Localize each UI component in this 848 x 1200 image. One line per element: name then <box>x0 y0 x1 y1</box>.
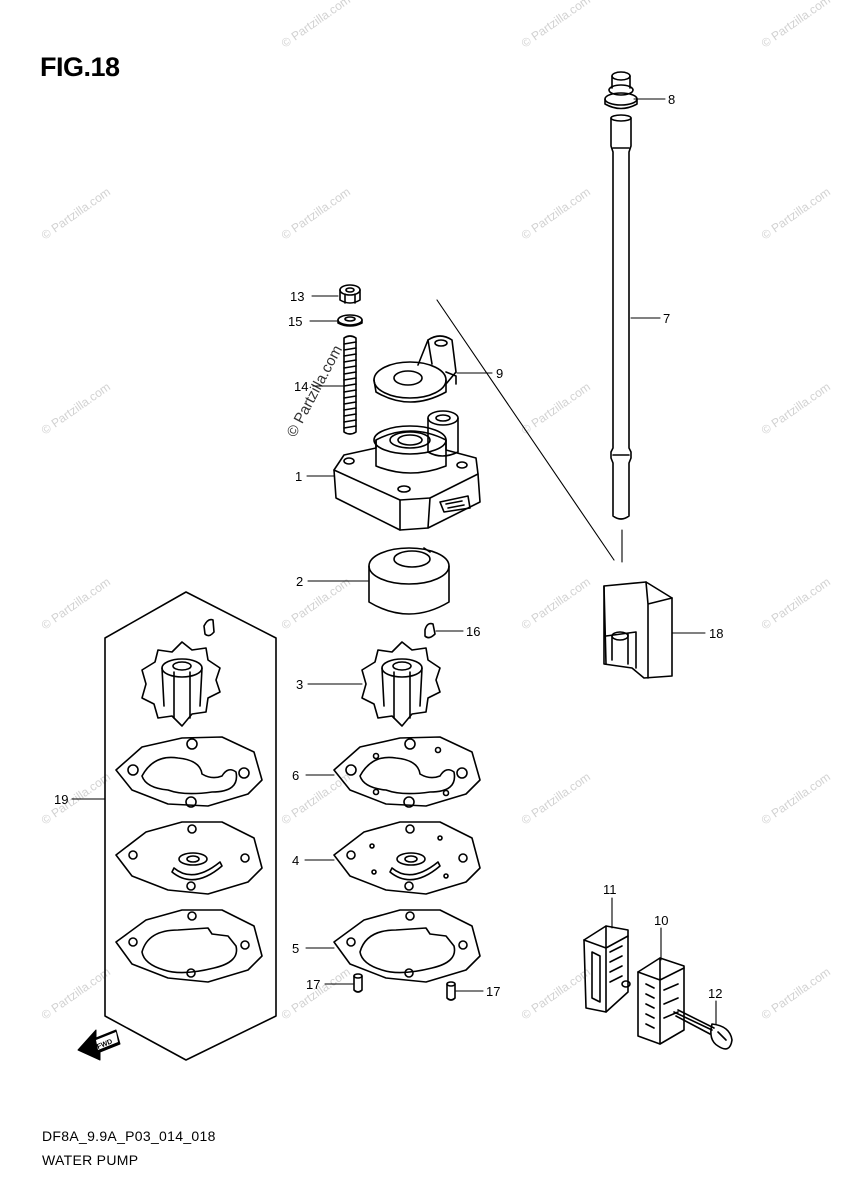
watermark-text: © Partzilla.com <box>759 965 833 1023</box>
callout-17-left: 17 <box>306 977 320 992</box>
callout-17-right: 17 <box>486 984 500 999</box>
part-11-bracket[interactable] <box>583 925 631 1013</box>
part-17-dowel-pin-right[interactable] <box>446 981 456 1001</box>
part-9-guide[interactable] <box>373 335 457 403</box>
part-19-repair-kit-outline[interactable] <box>104 591 277 1061</box>
callout-1: 1 <box>295 469 302 484</box>
callout-10: 10 <box>654 913 668 928</box>
watermark-text: © Partzilla.com <box>519 185 593 243</box>
watermark-text: © Partzilla.com <box>759 380 833 438</box>
callout-15: 15 <box>288 314 302 329</box>
part-8-grommet[interactable] <box>604 71 638 110</box>
part-1-pump-case[interactable] <box>333 410 481 531</box>
watermark-text: © Partzilla.com <box>279 770 353 828</box>
callout-9: 9 <box>496 366 503 381</box>
watermark-text: © Partzilla.com <box>519 770 593 828</box>
callout-3: 3 <box>296 677 303 692</box>
part-6-gasket[interactable] <box>333 736 481 808</box>
part-2-impeller-housing[interactable] <box>368 547 450 615</box>
watermark-text: © Partzilla.com <box>279 185 353 243</box>
part-3-impeller[interactable] <box>361 641 441 727</box>
watermark-text: © Partzilla.com <box>39 185 113 243</box>
callout-2: 2 <box>296 574 303 589</box>
diagram-name: WATER PUMP <box>42 1152 139 1168</box>
callout-8: 8 <box>668 92 675 107</box>
watermark-text: © Partzilla.com <box>519 965 593 1023</box>
callout-13: 13 <box>290 289 304 304</box>
part-16-key[interactable] <box>424 622 436 639</box>
watermark-text: © Partzilla.com <box>39 965 113 1023</box>
watermark-text: © Partzilla.com <box>759 0 833 50</box>
callout-7: 7 <box>663 311 670 326</box>
watermark-text: © Partzilla.com <box>39 380 113 438</box>
callout-18: 18 <box>709 626 723 641</box>
callout-14: 14 <box>294 379 308 394</box>
part-12-screw[interactable] <box>673 1009 733 1050</box>
callout-11: 11 <box>603 882 617 897</box>
watermark-text: © Partzilla.com <box>279 965 353 1023</box>
watermark-text: © Partzilla.com <box>39 575 113 633</box>
watermark-text: © Partzilla.com <box>519 575 593 633</box>
callout-6: 6 <box>292 768 299 783</box>
callout-numbers: 8 7 9 13 15 14 1 2 16 3 6 4 5 17 17 18 1… <box>54 92 723 1001</box>
watermark-text: © Partzilla.com <box>279 575 353 633</box>
part-17-dowel-pin-left[interactable] <box>353 973 363 993</box>
part-4-plate[interactable] <box>333 821 481 895</box>
callout-12: 12 <box>708 986 722 1001</box>
watermark-text: © Partzilla.com <box>279 0 353 50</box>
callout-5: 5 <box>292 941 299 956</box>
watermark-text: © Partzilla.com <box>759 770 833 828</box>
watermark-text: © Partzilla.com <box>519 0 593 50</box>
fwd-direction-arrow: FWD <box>77 1029 121 1061</box>
watermark-text: © Partzilla.com <box>519 380 593 438</box>
part-15-washer[interactable] <box>337 314 363 327</box>
callout-16: 16 <box>466 624 480 639</box>
callout-4: 4 <box>292 853 299 868</box>
part-10-cover[interactable] <box>637 957 685 1045</box>
diagram-code: DF8A_9.9A_P03_014_018 <box>42 1128 216 1144</box>
part-5-gasket[interactable] <box>333 909 481 983</box>
leader-lines <box>71 98 717 1025</box>
callout-19: 19 <box>54 792 68 807</box>
watermark-text-dark: © Partzilla.com <box>284 343 346 440</box>
part-18-water-strainer[interactable] <box>603 581 673 679</box>
part-13-nut[interactable] <box>339 284 361 304</box>
part-7-water-tube[interactable] <box>610 114 632 520</box>
part-14-stud-bolt[interactable] <box>343 335 357 435</box>
watermark-text: © Partzilla.com <box>759 575 833 633</box>
figure-title: FIG.18 <box>40 52 120 82</box>
watermark-text: © Partzilla.com <box>759 185 833 243</box>
